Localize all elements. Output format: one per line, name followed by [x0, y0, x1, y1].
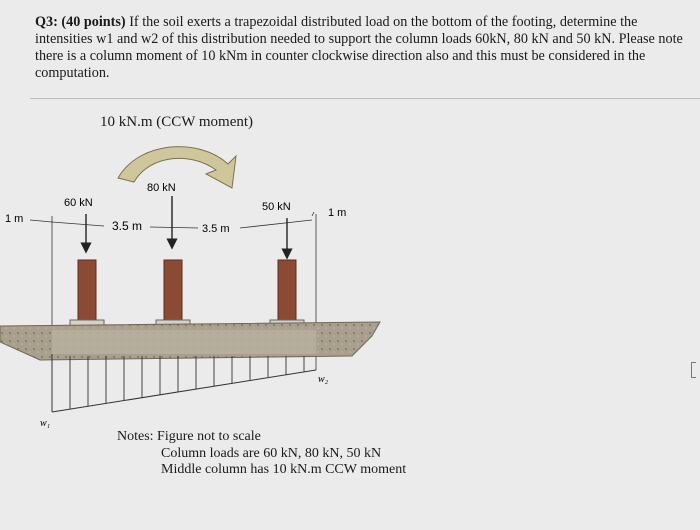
- footing-svg: 60 kN 80 kN 50 kN 1 m 3.5 m 3.5 m 1 m: [0, 146, 381, 429]
- dim-span1-label: 3.5 m: [112, 219, 142, 233]
- column-right: [277, 259, 297, 323]
- notes-line-1: Notes: Figure not to scale: [117, 429, 261, 444]
- question-label: Q3: (40 points): [35, 14, 126, 30]
- divider: [30, 98, 700, 99]
- notes-line-2: Column loads are 60 kN, 80 kN, 50 kN: [161, 445, 382, 461]
- w2-label: w₂: [318, 374, 329, 385]
- load-middle-label: 80 kN: [147, 182, 176, 194]
- w1-label: w₁: [40, 418, 50, 429]
- moment-label: 10 kN.m (CCW moment): [100, 114, 254, 130]
- column-left: [77, 259, 97, 323]
- load-distribution-edge: [51, 369, 317, 413]
- notes: Notes: Figure not to scale Column loads …: [117, 429, 406, 479]
- footing-diagram: 60 kN 80 kN 50 kN 1 m 3.5 m 3.5 m 1 m: [0, 130, 400, 435]
- dim-right-label: 1 m: [328, 207, 346, 219]
- dim-span2-label: 3.5 m: [202, 223, 230, 235]
- moment-arrow: [117, 146, 237, 189]
- column-middle: [163, 259, 183, 323]
- dim-left-label: 1 m: [5, 213, 23, 225]
- question-body: If the soil exerts a trapezoidal distrib…: [35, 14, 683, 81]
- edge-bracket: [691, 362, 696, 378]
- distributed-load-arrows: [69, 356, 305, 409]
- load-right-label: 50 kN: [262, 201, 291, 213]
- question-text: Q3: (40 points) If the soil exerts a tra…: [35, 14, 695, 82]
- load-left-label: 60 kN: [64, 197, 93, 209]
- footing: [52, 330, 316, 354]
- notes-line-3: Middle column has 10 kN.m CCW moment: [161, 462, 407, 477]
